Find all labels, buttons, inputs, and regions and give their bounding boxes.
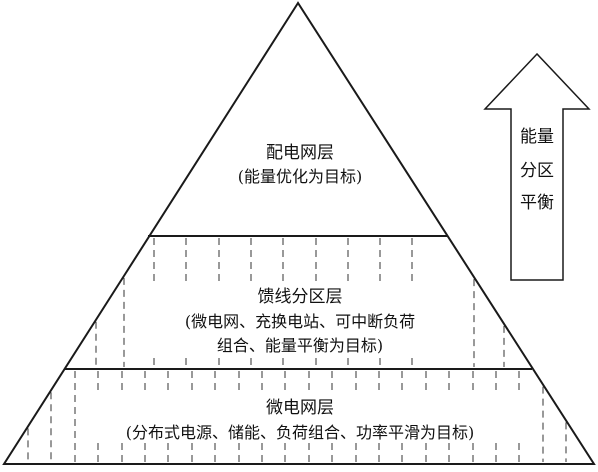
arrow-shape xyxy=(483,52,591,281)
layer-1-subtitle: (能量优化为目标) xyxy=(238,167,363,186)
layer-microgrid: 微电网层 (分布式电源、储能、负荷组合、功率平滑为目标) xyxy=(82,393,522,443)
arrow-label-line-2: 分区 xyxy=(520,161,554,181)
layer-2-subtitle-line-2: 组合、能量平衡为目标) xyxy=(217,336,383,355)
layer-feeder-partition: 馈线分区层 (微电网、充换电站、可中断负荷 组合、能量平衡为目标) xyxy=(150,284,450,356)
layer-1-title: 配电网层 xyxy=(266,143,334,163)
arrow-label-line-3: 平衡 xyxy=(520,193,554,213)
arrow-label-line-1: 能量 xyxy=(520,127,554,147)
layer-3-subtitle: (分布式电源、储能、负荷组合、功率平滑为目标) xyxy=(126,423,475,442)
layer-2-subtitle-line-1: (微电网、充换电站、可中断负荷 xyxy=(185,312,415,331)
layer-3-title: 微电网层 xyxy=(266,398,334,418)
layer-distribution-network: 配电网层 (能量优化为目标) xyxy=(226,141,374,186)
layer-2-title: 馈线分区层 xyxy=(258,287,343,307)
upward-arrow: 能量 分区 平衡 xyxy=(483,52,591,281)
